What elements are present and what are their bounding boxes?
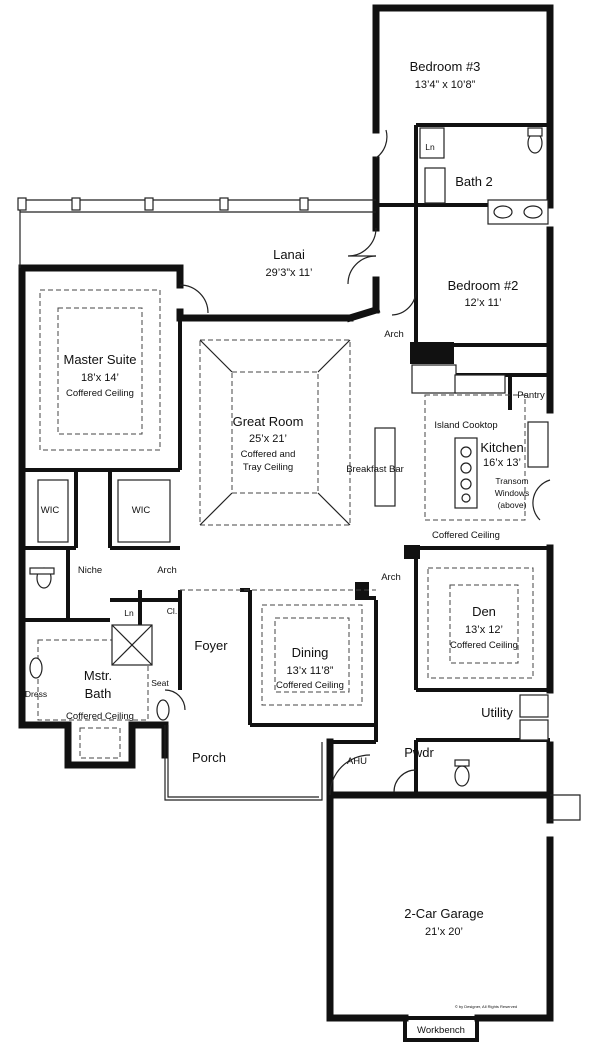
kitchen-name: Kitchen [480,440,523,455]
fixtures [29,127,549,787]
dining-ceiling: Coffered Ceiling [276,680,344,691]
ahu-label: AHU [347,756,367,767]
lanai-outline [17,197,376,268]
dining-name: Dining [292,645,329,660]
cl-label: Cl. [167,606,177,616]
bedroom2-name: Bedroom #2 [448,278,519,293]
great-room-dims: 25’x 21’ [249,433,287,445]
utility-label: Utility [481,705,513,720]
pwdr-label: Pwdr [404,745,434,760]
porch-outline [164,725,323,801]
wic-right-label: WIC [132,505,151,516]
transom-line2: Windows [495,488,529,498]
great-room-ceiling-line1: Coffered and [241,449,296,460]
mstr-bath-ceiling: Coffered Ceiling [66,711,134,722]
lanai-name: Lanai [273,247,305,262]
mstr-bath-line2: Bath [85,686,112,701]
transom-line1: Transom [495,476,528,486]
porch-label: Porch [192,750,226,765]
kitchen-ceiling: Coffered Ceiling [432,530,500,541]
dress-label: Dress [25,689,47,699]
garage-name: 2-Car Garage [404,906,483,921]
kitchen-dims: 16’x 13’ [483,457,521,469]
master-suite-ceiling: Coffered Ceiling [66,388,134,399]
den-ceiling: Coffered Ceiling [450,640,518,651]
copyright-text: © by Designer, All Rights Reserved [455,1004,517,1009]
foyer-label: Foyer [194,638,228,653]
bedroom3-dims: 13’4” x 10’8” [415,79,476,91]
bath2-name: Bath 2 [455,174,493,189]
breakfast-bar-label: Breakfast Bar [346,464,404,475]
ln-master-label: Ln [124,608,134,618]
seat-label: Seat [151,678,169,688]
wic-left-label: WIC [41,505,60,516]
den-dims: 13’x 12’ [465,624,503,636]
exterior-walls [18,4,554,1042]
pantry-label: Pantry [517,390,545,401]
mstr-bath-line1: Mstr. [84,668,112,683]
dining-dims: 13’x 11’8” [287,665,334,677]
workbench-label: Workbench [417,1025,465,1036]
den-name: Den [472,604,496,619]
lanai-dims: 29’3”x 11’ [266,267,313,279]
arch-upper-label: Arch [384,329,404,340]
great-room-ceiling-line2: Tray Ceiling [243,462,293,473]
island-cooktop-label: Island Cooktop [434,420,497,431]
master-suite-name: Master Suite [64,352,137,367]
door-swings [164,129,581,821]
ceiling-dashes [37,289,534,759]
master-suite-dims: 18’x 14’ [81,372,119,384]
transom-line3: (above) [498,500,527,510]
arch-den-label: Arch [381,572,401,583]
bedroom3-name: Bedroom #3 [410,59,481,74]
arch-left-label: Arch [157,565,177,576]
garage-dims: 21’x 20’ [425,926,463,938]
bedroom2-dims: 12’x 11’ [464,297,501,309]
ln-bath2-label: Ln [425,142,435,152]
room-labels: Bedroom #3 13’4” x 10’8” Ln Bath 2 Lanai… [25,59,545,1036]
great-room-name: Great Room [233,414,304,429]
niche-label: Niche [78,565,102,576]
